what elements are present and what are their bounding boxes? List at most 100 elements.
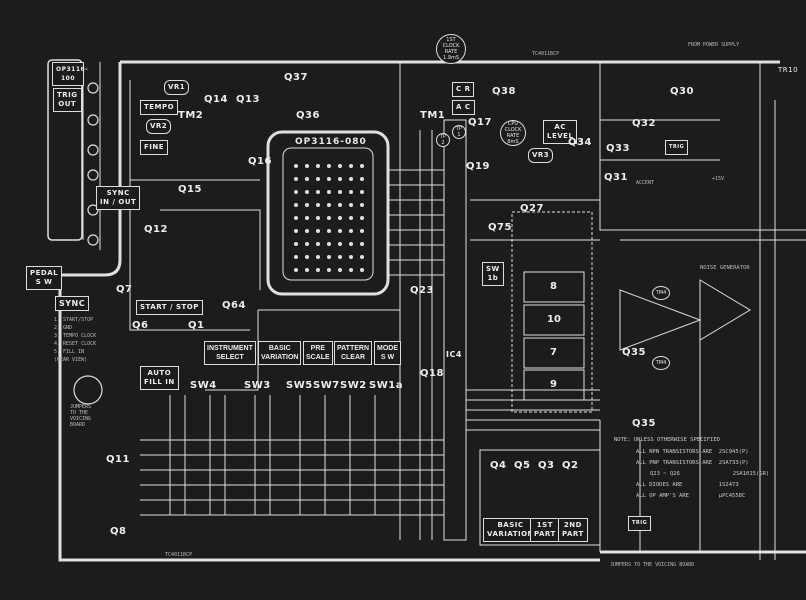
transistor-label: Q15: [178, 184, 202, 195]
transistor-label: Q18: [420, 368, 444, 379]
matrix-diode: [327, 229, 331, 233]
tr10-label: TR10: [778, 66, 799, 74]
transistor-label: Q33: [606, 143, 630, 154]
transistor-label: Q17: [468, 117, 492, 128]
matrix-diode: [360, 229, 364, 233]
vr3-label: VR3: [528, 148, 554, 163]
trig-out-label: TRIG OUT: [53, 88, 82, 112]
matrix-diode: [327, 190, 331, 194]
ic-block-label: 10: [547, 314, 561, 325]
matrix-diode: [349, 268, 353, 272]
matrix-diode: [305, 190, 309, 194]
matrix-diode: [305, 242, 309, 246]
tc4011-label-bottom: TC4011BCP: [165, 552, 193, 558]
matrix-diode: [294, 216, 298, 220]
matrix-diode: [305, 164, 309, 168]
matrix-diode: [360, 177, 364, 181]
matrix-diode: [327, 203, 331, 207]
transistor-label: Q37: [284, 72, 308, 83]
chip-op3116-100: OP3116-100: [52, 62, 88, 86]
second-part-led-label: 2ND PART: [558, 518, 588, 542]
matrix-diode: [316, 216, 320, 220]
matrix-diode: [305, 268, 309, 272]
switch-label: SW2: [340, 380, 367, 391]
pedal-sw-jack: PEDAL S W: [26, 266, 63, 290]
cpu-clock-rate-testpoint: CPU CLOCK RATE 8mS: [500, 120, 526, 146]
tm4-testpoint-a: TM4: [652, 286, 670, 300]
note-line: ALL NPN TRANSISTORS ARE 2SC945(P): [636, 449, 749, 455]
mode-sw-button: MODE S W: [374, 341, 401, 365]
transistor-label: Q75: [488, 222, 512, 233]
pattern-clear-button: PATTERN CLEAR: [334, 341, 373, 365]
noise-generator-label: NOISE GENERATOR: [700, 265, 750, 271]
first-part-led-label: 1ST PART: [530, 518, 560, 542]
matrix-diode: [316, 164, 320, 168]
transistor-label: Q5: [514, 460, 531, 471]
start-stop-button: START / STOP: [136, 300, 203, 315]
accent-label: ACCENT: [636, 180, 655, 186]
transistor-label: Q3: [538, 460, 555, 471]
matrix-diode: [294, 268, 298, 272]
transistor-label: Q7: [116, 284, 133, 295]
transistor-label: Q16: [248, 156, 272, 167]
transistor-label: Q36: [296, 110, 320, 121]
chip-op3116-080: OP3116-080: [292, 137, 370, 147]
cr-label: C R: [452, 82, 475, 97]
matrix-diode: [349, 203, 353, 207]
ic-block-label: 8: [550, 281, 557, 292]
switch-label: SW4: [190, 380, 217, 391]
matrix-diode: [316, 255, 320, 259]
led-matrix: [294, 164, 364, 272]
trig-label-top: TRIG: [665, 140, 689, 155]
sync-pin-list: 1. START/STOP 2. GND 3. TEMPO CLOCK 4. R…: [54, 317, 97, 363]
transistor-label: Q11: [106, 454, 130, 465]
matrix-diode: [349, 229, 353, 233]
transistor-label: Q8: [110, 526, 127, 537]
matrix-diode: [327, 242, 331, 246]
tm1-label: TM1: [420, 110, 446, 121]
transistor-label: Q13: [236, 94, 260, 105]
matrix-diode: [294, 190, 298, 194]
transistor-label: Q35: [622, 347, 646, 358]
matrix-diode: [349, 177, 353, 181]
matrix-diode: [294, 229, 298, 233]
transistor-label: Q4: [490, 460, 507, 471]
matrix-diode: [360, 190, 364, 194]
vr2-label: VR2: [146, 119, 172, 134]
transistor-label: Q6: [132, 320, 149, 331]
note-line: NOTE: UNLESS OTHERWISE SPECIFIED: [614, 437, 720, 443]
matrix-diode: [360, 216, 364, 220]
basic-variation-button: BASIC VARIATION: [258, 341, 302, 365]
matrix-diode: [305, 229, 309, 233]
instrument-select-button: INSTRUMENT SELECT: [204, 341, 256, 365]
matrix-diode: [338, 268, 342, 272]
voicing-board-jumpers-left: JUMPERS TO THE VOICING BOARD: [70, 404, 92, 428]
chip-ic4: IC4: [446, 350, 462, 359]
matrix-diode: [349, 242, 353, 246]
matrix-diode: [316, 190, 320, 194]
matrix-diode: [316, 177, 320, 181]
matrix-diode: [338, 242, 342, 246]
tempo-label: TEMPO: [140, 100, 179, 115]
matrix-diode: [360, 242, 364, 246]
basic-variation-led-label: BASIC VARIATION: [483, 518, 538, 542]
transistor-label: Q23: [410, 285, 434, 296]
sync-in-out-jack: SYNC IN / OUT: [96, 186, 141, 210]
tc4011-label: TC4011BCP: [532, 51, 560, 57]
matrix-diode: [327, 164, 331, 168]
note-line: ALL PNP TRANSISTORS ARE 2SA733(P): [636, 460, 749, 466]
matrix-diode: [349, 164, 353, 168]
transistor-label: Q34: [568, 137, 592, 148]
matrix-diode: [338, 190, 342, 194]
vr1-label: VR1: [164, 80, 190, 95]
transistor-label: Q27: [520, 203, 544, 214]
sync-connector-label: SYNC: [55, 296, 90, 311]
fine-label: FINE: [140, 140, 169, 155]
ic-block-label: 9: [550, 379, 557, 390]
ic-block-label: 7: [550, 347, 557, 358]
transistor-label: Q31: [604, 172, 628, 183]
ac-level-label: AC LEVEL: [543, 120, 578, 144]
transistor-label: Q32: [632, 118, 656, 129]
transistor-label: Q30: [670, 86, 694, 97]
transistor-label: Q2: [562, 460, 579, 471]
